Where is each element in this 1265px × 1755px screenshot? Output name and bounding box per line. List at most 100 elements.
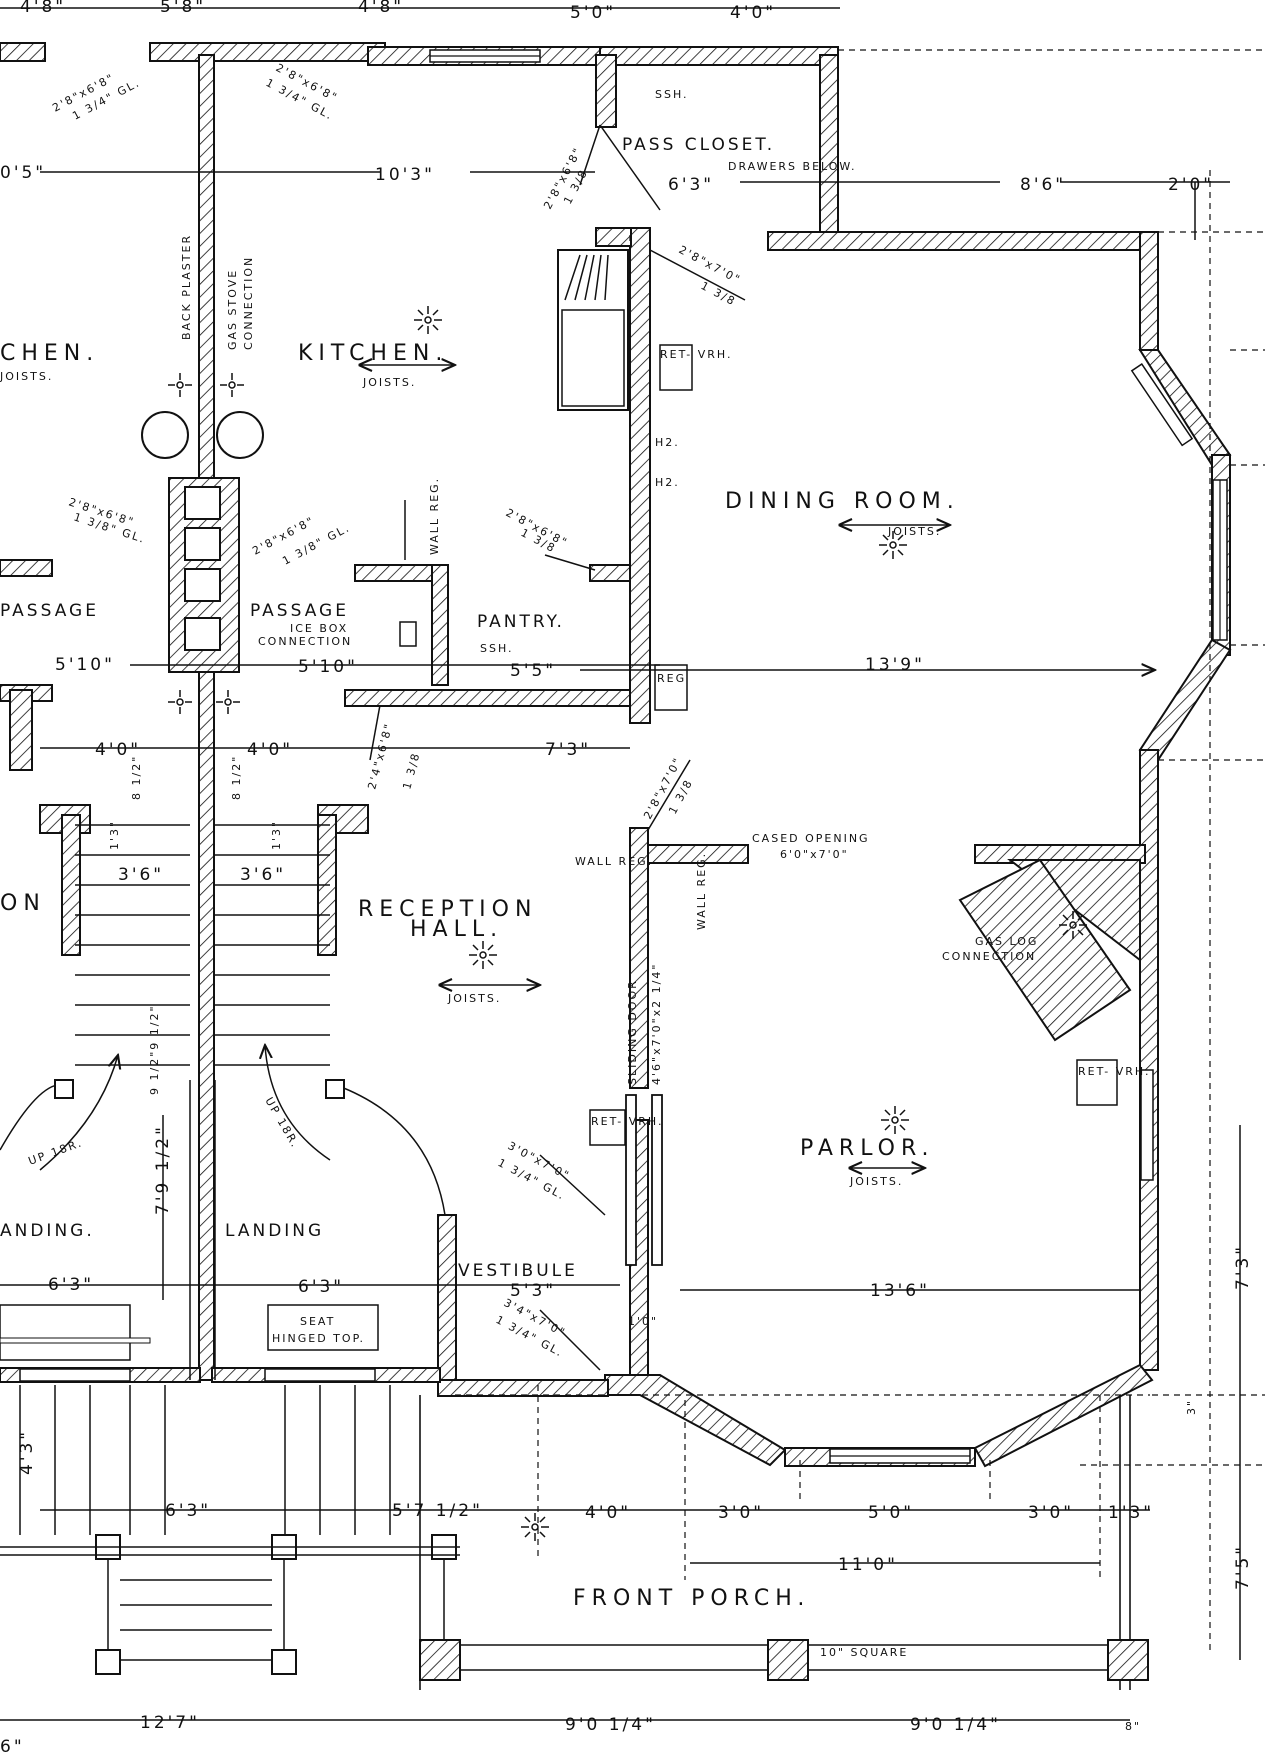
- dimension-label: 2'0": [1168, 175, 1214, 195]
- dimension-label: 13'6": [870, 1281, 930, 1301]
- ssh-label: SSH.: [655, 88, 689, 101]
- cased-opening-label: CASED OPENING: [752, 832, 870, 845]
- dimension-label: 5'8": [160, 0, 206, 17]
- seat-label: SEAT: [300, 1315, 335, 1328]
- dimension-label: 5'0": [868, 1503, 914, 1523]
- dimension-label: 5'5": [510, 661, 556, 681]
- ret-vrh-label: RET- VRH.: [591, 1115, 664, 1128]
- ice-box-label: ICE BOX: [290, 622, 348, 635]
- notes: JOISTS. JOISTS. JOISTS. JOISTS. JOISTS. …: [0, 88, 1151, 1659]
- front-porch: [0, 1385, 1149, 1690]
- room-label-on: ON: [0, 891, 46, 916]
- dimension-label: 9'0 1/4": [565, 1715, 656, 1735]
- gas-log-connection-label: CONNECTION: [942, 950, 1036, 963]
- kitchen-fixtures: [0, 249, 1118, 1361]
- dimension-label: 8 1/2": [130, 755, 143, 800]
- up-18r-label: UP 18R.: [262, 1095, 302, 1151]
- room-label-reception: RECEPTION: [358, 897, 537, 922]
- ret-vrh-label: RET- VRH.: [660, 348, 733, 361]
- dimension-label: 1'3": [1108, 1503, 1154, 1523]
- drawers-below-label: DRAWERS BELOW.: [728, 160, 857, 173]
- sliding-door: [625, 1094, 663, 1266]
- dimension-label: 8 1/2": [230, 755, 243, 800]
- dimension-label: 5'7 1/2": [392, 1501, 483, 1521]
- dimension-label: 7'9 1/2": [153, 1124, 173, 1215]
- gas-stove-label: GAS STOVE: [226, 269, 239, 350]
- room-label-parlor: PARLOR.: [800, 1136, 934, 1161]
- dimension-label: 8": [1125, 1720, 1141, 1733]
- dimension-label: 11'0": [838, 1555, 898, 1575]
- windows: [19, 49, 1228, 1464]
- door-glass-label: 1 3/8: [400, 751, 422, 791]
- gas-stove-connection-label: CONNECTION: [242, 256, 255, 350]
- dimension-label: 4'8": [20, 0, 66, 17]
- seat-hinged-label: HINGED TOP.: [272, 1332, 365, 1345]
- h2-label: H2.: [655, 476, 680, 489]
- dimension-label: 6'3": [668, 175, 714, 195]
- cased-opening-size-label: 6'0"x7'0": [780, 848, 849, 861]
- dimension-label: 1'3": [270, 820, 283, 850]
- dimension-label: 8'6": [1020, 175, 1066, 195]
- room-label-pass-closet: PASS CLOSET.: [622, 135, 775, 155]
- dimension-label: 4'8": [358, 0, 404, 17]
- gas-log-label: GAS LOG: [975, 935, 1038, 948]
- room-label-kitchen-left: CHEN.: [0, 341, 99, 366]
- joists-label: JOISTS.: [447, 992, 501, 1005]
- room-label-landing-left: ANDING.: [0, 1221, 95, 1241]
- dimension-label: 6'3": [298, 1277, 344, 1297]
- ssh-label: SSH.: [480, 642, 514, 655]
- dimension-label: 3'6": [240, 865, 286, 885]
- dimension-label: 6'3": [165, 1501, 211, 1521]
- dimension-label: 9 1/2"9 1/2": [148, 1004, 161, 1095]
- dimension-label: 3'0": [718, 1503, 764, 1523]
- dimension-label: 3'6": [118, 865, 164, 885]
- dimension-label: 9'0 1/4": [910, 1715, 1001, 1735]
- dimension-label: 1'3": [108, 820, 121, 850]
- dashed-lines: [455, 49, 1265, 1650]
- room-label-passage: PASSAGE: [250, 601, 349, 621]
- dimension-label: 5'10": [55, 655, 115, 675]
- dimension-label: 0'5": [0, 163, 46, 183]
- dimension-label: 4'0": [730, 3, 776, 23]
- h2-label: H2.: [655, 436, 680, 449]
- ten-square-label: 10" SQUARE: [820, 1646, 908, 1659]
- room-label-vestibule: VESTIBULE: [458, 1261, 578, 1281]
- back-plaster-label: BACK PLASTER: [180, 234, 193, 340]
- dimension-lines: [0, 7, 1241, 1721]
- dimension-label: 6": [0, 1737, 25, 1755]
- stairs: [0, 824, 446, 1380]
- wall-reg-label: WALL REG.: [575, 855, 653, 868]
- wall-reg-label: WALL REG.: [695, 852, 708, 930]
- dimension-label: 5'10": [298, 657, 358, 677]
- room-label-landing: LANDING: [225, 1221, 324, 1241]
- dimension-label: 6'3": [48, 1275, 94, 1295]
- dimension-label: 4'0": [585, 1503, 631, 1523]
- joists-label: JOISTS.: [0, 370, 53, 383]
- room-label-reception-hall: HALL.: [410, 917, 503, 942]
- joists-label: JOISTS.: [849, 1175, 903, 1188]
- door-size-label: 2'8"x7'0": [677, 243, 744, 287]
- sliding-door-size-label: 4'6"x7'0"x2 1/4": [650, 963, 663, 1085]
- dimension-label: 4'3": [17, 1429, 37, 1475]
- room-label-dining-room: DINING ROOM.: [725, 489, 960, 514]
- dimension-label: 5'3": [510, 1281, 556, 1301]
- dimension-label: 7'3": [545, 740, 591, 760]
- wall-reg-label: WALL REG.: [428, 477, 441, 555]
- ice-box-connection-label: CONNECTION: [258, 635, 352, 648]
- room-labels: CHEN. KITCHEN. DINING ROOM. PASSAGE PASS…: [0, 135, 960, 1611]
- dimension-label: 5'0": [570, 3, 616, 23]
- dimension-label: 13'9": [865, 655, 925, 675]
- reg-label: REG: [657, 672, 686, 685]
- room-label-passage-left: PASSAGE: [0, 601, 99, 621]
- joists-label: JOISTS.: [362, 376, 416, 389]
- joists-label: JOISTS.: [887, 525, 941, 538]
- dimension-label: 1'0": [628, 1315, 658, 1328]
- sliding-door-label: SLIDING DOOR: [626, 979, 639, 1085]
- dimension-label: 7'3": [1233, 1244, 1253, 1290]
- dimension-label: 3": [1185, 1399, 1198, 1415]
- door-size-label: 2'4"x6'8": [365, 721, 395, 791]
- dimension-label: 12'7": [140, 1713, 200, 1733]
- ret-vrh-label: RET- VRH.: [1078, 1065, 1151, 1078]
- up-18r-label: UP 18R.: [27, 1136, 85, 1168]
